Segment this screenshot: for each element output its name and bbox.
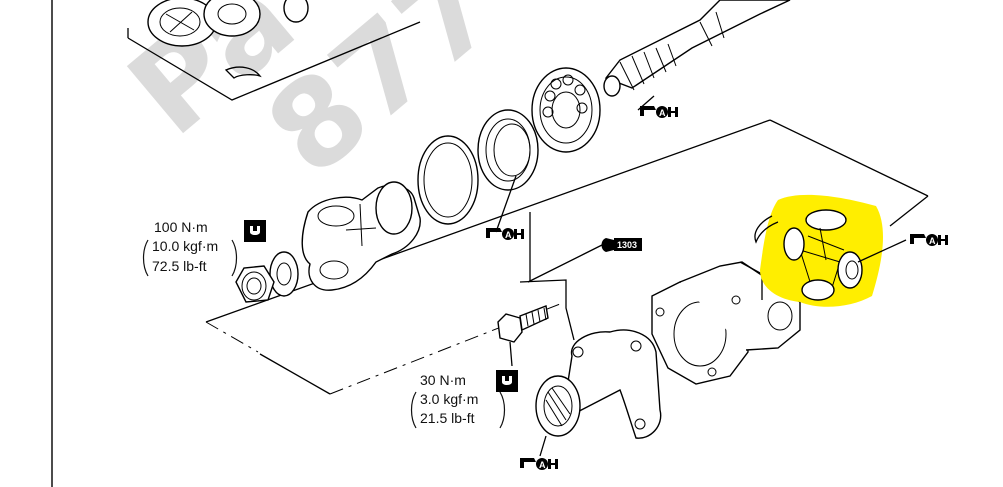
grease-leader-joint [857, 239, 907, 263]
flange-nut [235, 265, 275, 303]
differential-side-gear [147, 0, 309, 47]
grease-icon-shaft [637, 95, 678, 118]
grease-icon-flange [520, 435, 558, 470]
torque-spec-nut: 100 N·m 10.0 kgf·m 72.5 lb-ft [142, 219, 266, 277]
grease-icon-seal [486, 175, 524, 240]
lower-assembly-outline [205, 119, 929, 395]
svg-text:30 N·m: 30 N·m [420, 372, 466, 388]
drive-shaft [603, 0, 791, 97]
oil-seal [477, 109, 539, 191]
snap-ring-upper [224, 66, 262, 79]
svg-text:10.0 kgf·m: 10.0 kgf·m [152, 238, 218, 254]
universal-joint-highlight [760, 194, 884, 307]
svg-text:21.5 lb-ft: 21.5 lb-ft [420, 410, 475, 426]
grease-icon-joint [910, 234, 948, 246]
upper-assembly-outline [127, 21, 421, 101]
svg-text:1303: 1303 [617, 240, 637, 250]
flange-yoke [301, 181, 421, 291]
flange-bolt [497, 305, 549, 367]
bearing [531, 67, 601, 153]
companion-flange [535, 329, 662, 439]
torque-spec-bolt: 30 N·m 3.0 kgf·m 21.5 lb-ft [410, 370, 518, 429]
svg-text:72.5 lb-ft: 72.5 lb-ft [152, 258, 207, 274]
washer [269, 251, 299, 297]
torque-wrench-icon-bolt [496, 370, 518, 392]
svg-text:3.0 kgf·m: 3.0 kgf·m [420, 391, 478, 407]
svg-text:100 N·m: 100 N·m [154, 219, 208, 235]
snap-ring-lower [754, 215, 779, 244]
torque-wrench-icon [244, 220, 266, 242]
sealant-callout: 1303 [527, 238, 642, 283]
sealant-tube-icon [601, 238, 614, 252]
dust-cover [417, 135, 479, 225]
